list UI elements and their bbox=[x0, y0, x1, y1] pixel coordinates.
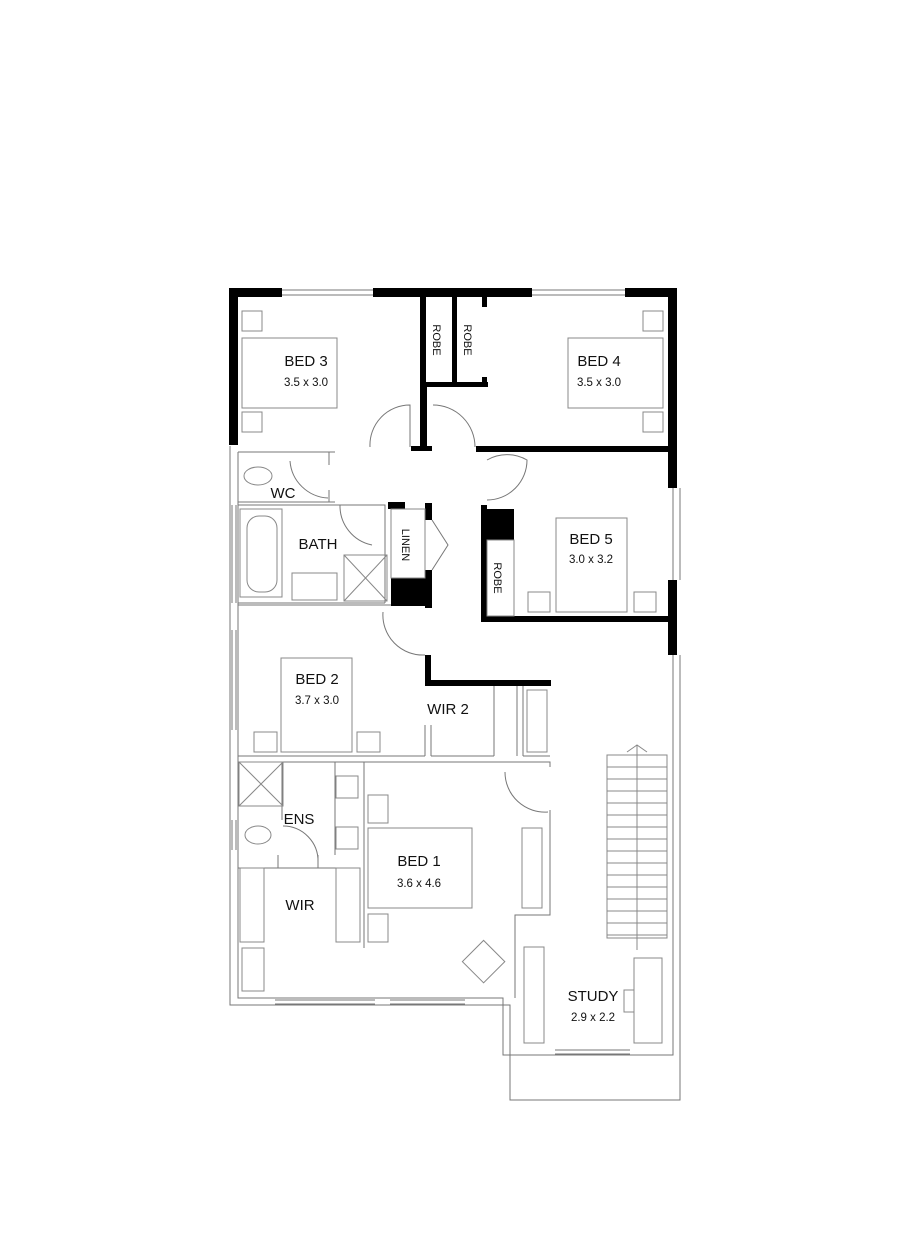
staircase bbox=[606, 744, 668, 950]
room-name-bed-2: BED 2 bbox=[295, 671, 338, 688]
room-name-study: STUDY bbox=[568, 988, 619, 1005]
label-wir: WIR bbox=[285, 897, 314, 914]
room-name-bed-5: BED 5 bbox=[569, 531, 612, 548]
room-size-bed-2: 3.7 x 3.0 bbox=[295, 695, 339, 707]
doors bbox=[282, 404, 549, 863]
room-size-bed-4: 3.5 x 3.0 bbox=[577, 377, 621, 389]
room-size-bed-1: 3.6 x 4.6 bbox=[397, 878, 441, 890]
furniture bbox=[238, 310, 664, 1044]
room-size-study: 2.9 x 2.2 bbox=[571, 1012, 615, 1024]
room-labels: BED 3 3.5 x 3.0 BED 4 3.5 x 3.0 BED 5 3.… bbox=[271, 324, 622, 1024]
room-size-bed-5: 3.0 x 3.2 bbox=[569, 554, 613, 566]
walls bbox=[229, 288, 677, 686]
room-name-bed-1: BED 1 bbox=[397, 853, 440, 870]
label-wir-2: WIR 2 bbox=[427, 701, 469, 718]
label-robe-2: ROBE bbox=[461, 324, 473, 355]
label-ens: ENS bbox=[284, 811, 315, 828]
room-size-bed-3: 3.5 x 3.0 bbox=[284, 377, 328, 389]
label-bath: BATH bbox=[299, 536, 338, 553]
label-robe-3: ROBE bbox=[491, 562, 503, 593]
label-wc: WC bbox=[271, 485, 296, 502]
outline-lines bbox=[229, 446, 681, 1101]
room-name-bed-3: BED 3 bbox=[284, 353, 327, 370]
room-name-bed-4: BED 4 bbox=[577, 353, 620, 370]
label-linen: LINEN bbox=[399, 529, 411, 561]
windows bbox=[231, 289, 630, 1055]
label-robe-1: ROBE bbox=[430, 324, 442, 355]
